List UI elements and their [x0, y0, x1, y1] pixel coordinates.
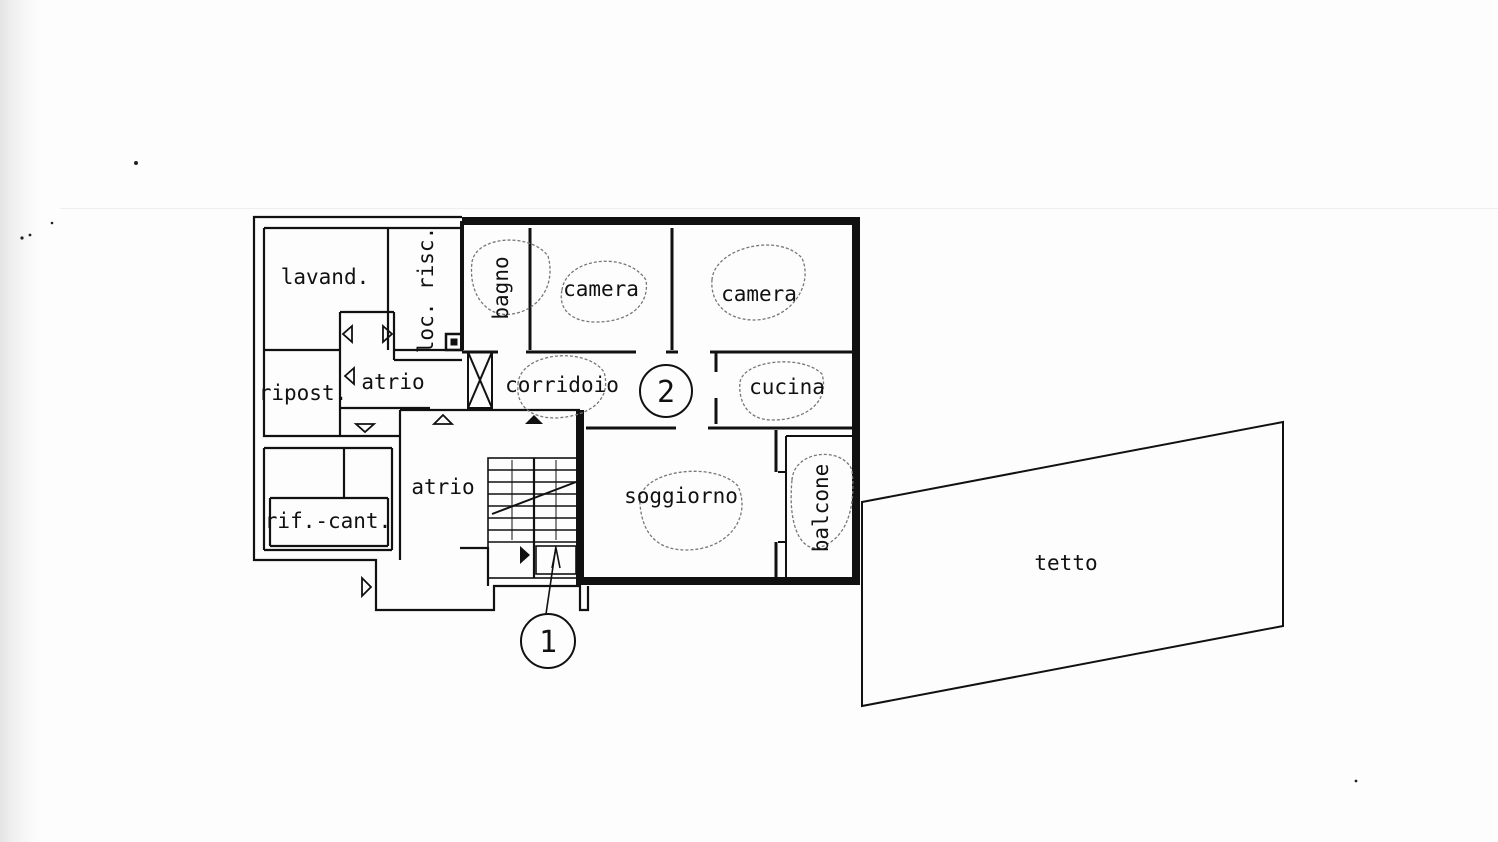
room-label-loc-risc: loc. risc.	[414, 227, 438, 353]
room-label-camera-1: camera	[563, 277, 639, 301]
scan-specks	[20, 161, 1358, 783]
room-label-soggiorno: soggiorno	[624, 484, 738, 508]
stair-direction-arrow	[520, 546, 530, 564]
room-label-camera-2: camera	[721, 282, 797, 306]
scan-edge-shadow	[0, 0, 40, 842]
room-label-bagno: bagno	[489, 256, 513, 319]
elevator-shaft	[467, 351, 493, 409]
room-label-tetto: tetto	[1034, 551, 1097, 575]
pencil-marks	[470, 239, 854, 551]
unit-1-marker: 1	[520, 545, 576, 669]
unit-2-marker: 2	[639, 364, 693, 418]
svg-text:2: 2	[657, 375, 675, 410]
room-label-corridoio: corridoio	[505, 373, 619, 397]
scan-line	[60, 208, 1498, 209]
svg-text:1: 1	[539, 625, 557, 660]
left-block-walls	[252, 215, 590, 612]
room-label-lavand: lavand.	[281, 265, 370, 289]
entry-markers	[341, 323, 455, 599]
room-label-ripost: ripost.	[259, 381, 348, 405]
apartment-entry-marker	[525, 415, 543, 424]
room-label-cucina: cucina	[749, 375, 825, 399]
roof-outline	[861, 420, 1284, 708]
chimney	[444, 332, 464, 352]
staircase	[487, 457, 581, 579]
room-label-atrio-small: atrio	[361, 370, 424, 394]
room-label-balcone: balcone	[809, 464, 833, 553]
room-label-atrio-main: atrio	[411, 475, 474, 499]
room-label-rif-cant: rif.-cant.	[265, 509, 391, 533]
